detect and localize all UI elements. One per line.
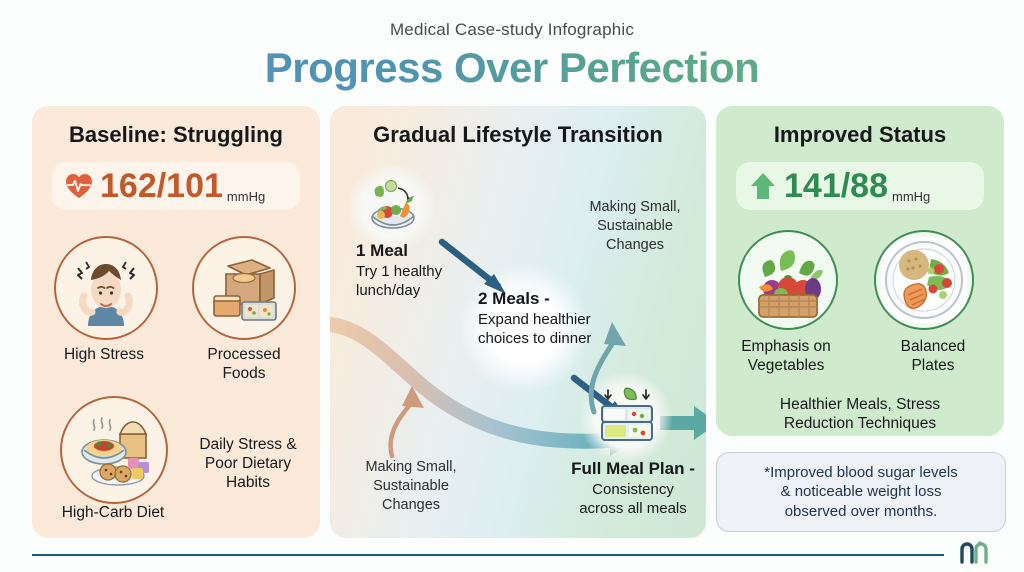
caption-high-carb-diet: High-Carb Diet [61,504,165,521]
meal-prep-box-icon [601,387,653,441]
caption-balanced-plates: Balanced Plates [900,338,966,374]
footer-divider [32,554,944,556]
step2-detail: Expand healthier choices to dinner [478,310,592,347]
step1-label: 1 Meal Try 1 healthy lunch/day [356,240,496,300]
processed-food-box-icon [192,236,296,340]
caption-emphasis-vegetables: Emphasis on Vegetables [741,338,831,374]
panel-transition-title: Gradual Lifestyle Transition [373,122,663,147]
summary-footnote-text: *Improved blood sugar levels & noticeabl… [764,463,958,520]
caption-processed-foods: Processed Foods [207,346,281,382]
page-title: Progress Over Perfection [0,44,1024,92]
panel-improved: Improved Status 141/88 mmHg [716,106,1004,436]
salad-bowl-icon [371,179,415,229]
baseline-bp-unit: mmHg [226,189,266,204]
step2-glow [460,264,588,392]
stressed-person-icon [54,236,158,340]
panel-baseline: Baseline: Struggling 162/101 mmHg [32,106,320,538]
improved-bp-unit: mmHg [892,189,931,204]
up-arrow-icon [746,169,780,203]
caption-high-stress: High Stress [63,346,145,363]
step3-detail: Consistency across all meals [579,480,687,517]
improved-bp-value: 141/88 [784,167,888,205]
heart-pulse-icon [62,169,96,203]
step2-label: 2 Meals - Expand healthier choices to di… [478,288,643,348]
note-top-changes: Making Small, Sustainable Changes [589,199,681,253]
curved-teal-arrow-up [588,322,626,415]
baseline-bp-value: 162/101 [100,167,223,205]
curved-tan-arrow-up [388,386,424,459]
improved-bp-card: 141/88 mmHg [736,162,984,210]
step1-heading: 1 Meal [356,241,408,260]
balanced-plate-icon [874,230,974,330]
arrow-step1-to-step2 [438,238,506,294]
baseline-note: Daily Stress & Poor Dietary Habits [199,436,297,491]
improved-note: Healthier Meals, Stress Reduction Techni… [779,396,941,432]
note-bottom-changes: Making Small, Sustainable Changes [365,459,457,513]
step3-heading: Full Meal Plan - [571,459,695,478]
panel-baseline-title: Baseline: Struggling [69,122,283,147]
baseline-bp-card: 162/101 mmHg [52,162,300,210]
step3-label: Full Meal Plan - Consistency across all … [558,458,708,518]
panel-improved-title: Improved Status [773,122,947,147]
m-monogram-logo [960,541,988,564]
summary-footnote: *Improved blood sugar levels & noticeabl… [716,452,1006,532]
panel-transition: Gradual Lifestyle Transition [330,106,706,538]
page-subtitle: Medical Case-study Infographic [389,20,635,39]
step1-detail: Try 1 healthy lunch/day [356,262,443,299]
vegetable-basket-icon [738,230,838,330]
high-carb-meal-icon [60,396,168,504]
step2-heading: 2 Meals - [478,289,550,308]
